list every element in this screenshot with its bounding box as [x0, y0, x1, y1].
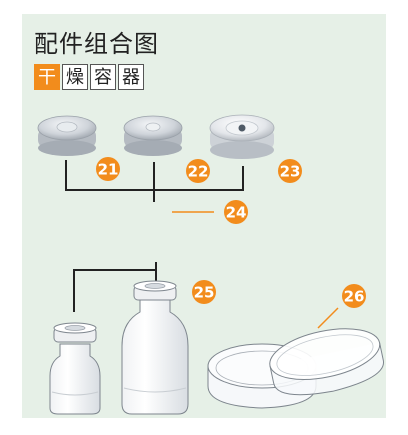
- badge-25: 25: [192, 280, 216, 304]
- badge-26: 26: [342, 284, 366, 308]
- svg-text:24: 24: [226, 204, 247, 222]
- svg-text:23: 23: [280, 163, 301, 181]
- cap-21: [37, 115, 97, 156]
- large-bottle: [121, 280, 189, 415]
- cap-22: [123, 115, 183, 156]
- cap-23: [209, 114, 275, 159]
- petri-dish: [207, 328, 384, 409]
- svg-text:25: 25: [194, 284, 215, 302]
- badge-24: 24: [224, 200, 248, 224]
- svg-text:22: 22: [188, 163, 209, 181]
- diagram-title: 配件组合图: [34, 30, 159, 58]
- char-box-1: 干: [34, 64, 60, 90]
- badge-23: 23: [278, 159, 302, 183]
- leader-26: [317, 307, 339, 329]
- svg-text:26: 26: [344, 288, 365, 306]
- title-characters: 干 燥 容 器: [34, 64, 144, 90]
- cap-connector-lines: [65, 160, 244, 202]
- char-box-3: 容: [90, 64, 116, 90]
- char-box-4: 器: [118, 64, 144, 90]
- badge-22: 22: [186, 159, 210, 183]
- badge-21: 21: [96, 157, 120, 181]
- char-box-2: 燥: [62, 64, 88, 90]
- svg-text:21: 21: [98, 161, 119, 179]
- small-vial: [49, 322, 101, 415]
